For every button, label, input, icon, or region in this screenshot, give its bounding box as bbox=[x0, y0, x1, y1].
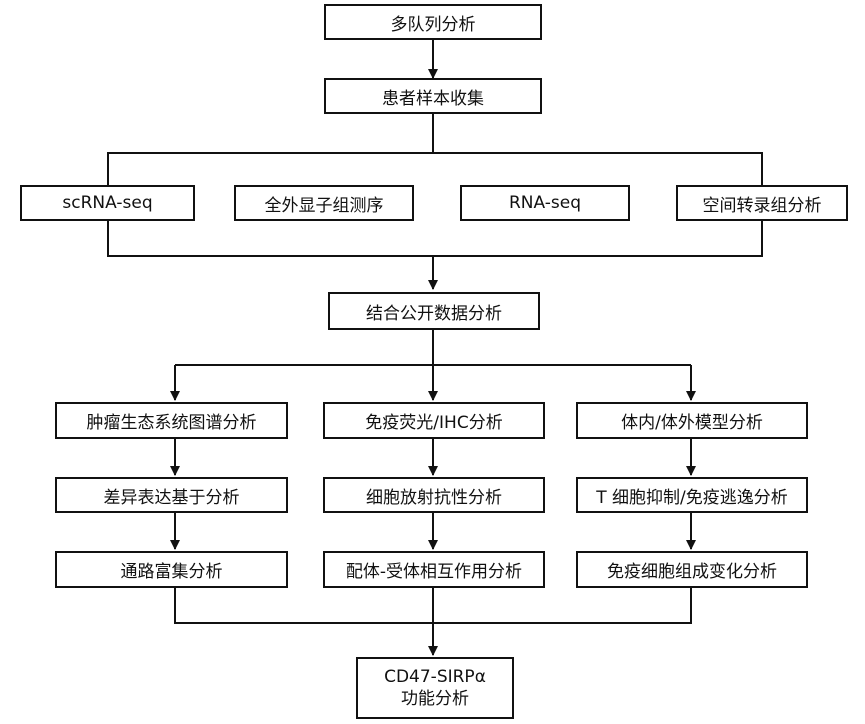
tumor-ecosystem-atlas-box: 肿瘤生态系统图谱分析 bbox=[55, 402, 288, 439]
immune-composition-box: 免疫细胞组成变化分析 bbox=[576, 551, 808, 588]
multi-cohort-analysis-box: 多队列分析 bbox=[324, 4, 542, 40]
bracket-methods-bottom bbox=[107, 221, 763, 257]
sample-collection-box: 患者样本收集 bbox=[324, 78, 542, 114]
tumor-ecosystem-atlas-label: 肿瘤生态系统图谱分析 bbox=[86, 413, 257, 433]
t-cell-suppression-box: T 细胞抑制/免疫逃逸分析 bbox=[576, 477, 808, 513]
differential-expression-label: 差异表达基于分析 bbox=[103, 487, 240, 508]
sample-collection-label: 患者样本收集 bbox=[382, 88, 484, 109]
radioresistance-label: 细胞放射抗性分析 bbox=[366, 487, 502, 508]
rna-seq-label: RNA-seq bbox=[508, 193, 582, 213]
wes-box: 全外显子组测序 bbox=[234, 185, 414, 221]
rna-seq-box: RNA-seq bbox=[460, 185, 630, 221]
bracket-methods-top bbox=[107, 152, 763, 185]
ligand-receptor-label: 配体-受体相互作用分析 bbox=[345, 562, 523, 582]
ligand-receptor-box: 配体-受体相互作用分析 bbox=[323, 551, 545, 588]
differential-expression-box: 差异表达基于分析 bbox=[55, 477, 288, 513]
radioresistance-box: 细胞放射抗性分析 bbox=[323, 477, 545, 513]
spatial-transcriptomics-label: 空间转录组分析 bbox=[702, 195, 822, 216]
scrna-seq-box: scRNA-seq bbox=[20, 185, 195, 221]
cd47-sirpa-label: CD47-SIRPα bbox=[384, 666, 486, 687]
cd47-sirpa-function-box: CD47-SIRPα 功能分析 bbox=[356, 657, 514, 719]
in-vivo-in-vitro-model-box: 体内/体外模型分析 bbox=[576, 402, 808, 439]
pathway-enrichment-label: 通路富集分析 bbox=[120, 562, 223, 582]
function-analysis-label: 功能分析 bbox=[401, 689, 469, 709]
immunofluorescence-ihc-label: 免疫荧光/IHC分析 bbox=[365, 413, 503, 433]
public-data-integration-label: 结合公开数据分析 bbox=[366, 303, 502, 324]
multi-cohort-analysis-label: 多队列分析 bbox=[390, 14, 476, 35]
wes-label: 全外显子组测序 bbox=[264, 195, 384, 216]
immunofluorescence-ihc-box: 免疫荧光/IHC分析 bbox=[323, 402, 545, 439]
pathway-enrichment-box: 通路富集分析 bbox=[55, 551, 288, 588]
scrna-seq-label: scRNA-seq bbox=[62, 193, 153, 213]
spatial-transcriptomics-box: 空间转录组分析 bbox=[676, 185, 848, 221]
t-cell-suppression-label: T 细胞抑制/免疫逃逸分析 bbox=[596, 487, 788, 508]
immune-composition-label: 免疫细胞组成变化分析 bbox=[607, 562, 777, 582]
in-vivo-in-vitro-model-label: 体内/体外模型分析 bbox=[621, 413, 763, 433]
public-data-integration-box: 结合公开数据分析 bbox=[328, 292, 540, 330]
